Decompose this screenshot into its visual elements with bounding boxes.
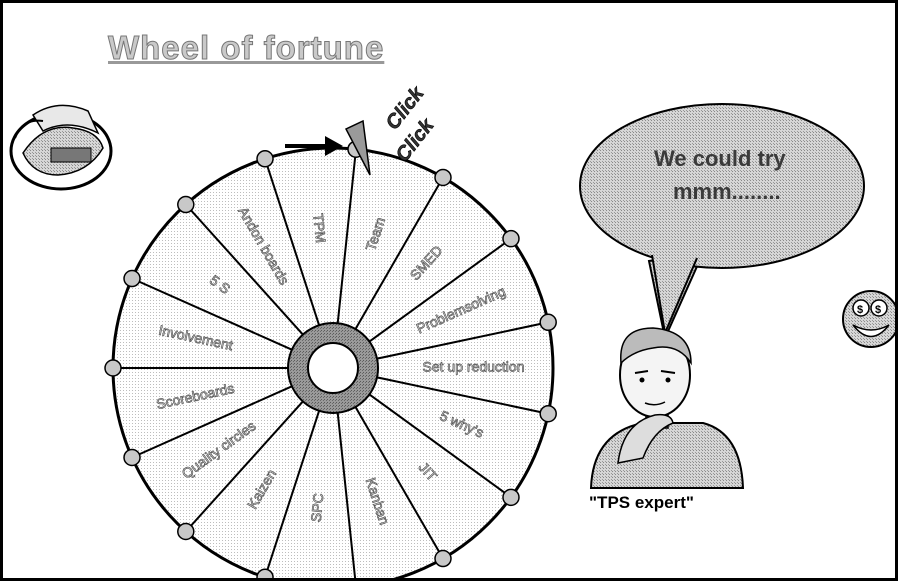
wheel-spoke bbox=[354, 406, 444, 560]
svg-text:$: $ bbox=[875, 304, 881, 316]
wheel-peg bbox=[123, 269, 141, 288]
bubble-line-2: mmm........ bbox=[673, 179, 781, 204]
tps-expert-label: "TPS expert" bbox=[589, 493, 694, 512]
wheel-spoke bbox=[264, 410, 321, 578]
wheel-spoke bbox=[336, 149, 357, 324]
wheel-spoke bbox=[131, 385, 293, 459]
wheel-hub-center bbox=[307, 342, 359, 394]
thinking-man-icon bbox=[589, 327, 745, 489]
bubble-line-1: We could try bbox=[654, 146, 786, 171]
wheel-peg bbox=[256, 150, 274, 168]
wheel-peg bbox=[104, 359, 122, 377]
wheel-peg bbox=[434, 549, 452, 568]
wheel-spoke bbox=[376, 376, 549, 415]
slide-title: Wheel of fortune bbox=[107, 29, 385, 67]
wheel-peg bbox=[177, 195, 195, 214]
pointer-arrow bbox=[285, 136, 343, 156]
wheel-peg bbox=[256, 568, 274, 578]
money-hand-icon bbox=[9, 104, 113, 191]
wheel-peg bbox=[502, 229, 520, 248]
wheel-segment-label: SPC bbox=[308, 492, 327, 522]
wheel-spoke bbox=[185, 400, 304, 533]
wheel-spoke bbox=[185, 203, 304, 336]
wheel-spoke bbox=[354, 176, 444, 330]
money-smiley-icon: $ $ bbox=[842, 290, 895, 348]
wheel-peg bbox=[539, 313, 557, 332]
wheel-spoke bbox=[131, 277, 293, 351]
wheel-spoke bbox=[368, 393, 512, 499]
wheel-peg bbox=[539, 404, 557, 423]
wheel-spoke bbox=[376, 321, 549, 360]
speech-bubble bbox=[579, 103, 865, 342]
wheel-peg bbox=[502, 488, 520, 507]
svg-text:$: $ bbox=[857, 304, 863, 316]
wheel-peg bbox=[434, 168, 452, 187]
wheel-segment-label: Set up reduction bbox=[423, 359, 525, 375]
wheel-spoke bbox=[264, 158, 321, 326]
wheel-peg bbox=[177, 522, 195, 541]
wheel-pegs bbox=[104, 140, 557, 578]
wheel-pointer-wedge bbox=[344, 119, 371, 176]
wheel-segment-label: TPM bbox=[310, 213, 329, 244]
wheel-spoke bbox=[368, 237, 512, 343]
wheel-peg bbox=[123, 448, 141, 467]
wheel-spoke bbox=[336, 412, 357, 578]
wheel-spokes bbox=[113, 149, 549, 578]
